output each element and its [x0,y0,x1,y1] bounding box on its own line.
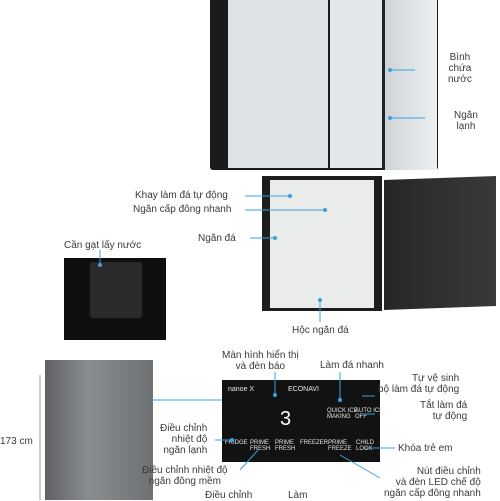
fridge-front-image [45,360,153,500]
label-fridge-compartment: Ngăn lạnh [454,110,478,132]
label-auto-ice-off: Tắt làm đá tự động [420,400,468,422]
fridge-interior-left [228,0,328,168]
panel-fridge: FRIDGE [225,440,248,446]
label-water-lever: Cần gạt lấy nước [64,240,142,251]
panel-brand: nanoe X [228,386,255,393]
label-quick-freeze-button: Nút điều chỉnh và đèn LED chế độ ngăn cấ… [384,466,481,499]
panel-prime-fresh-2: PRIME FRESH [275,440,296,452]
label-soft-freeze-temp: Điều chỉnh nhiệt độ ngăn đông mềm [142,465,228,487]
label-make-cut: Làm [288,490,308,501]
panel-prime-freeze: PRIME FREEZE [328,440,352,452]
panel-digit: 3 [280,408,292,430]
label-fridge-temp: Điều chỉnh nhiệt độ ngăn lạnh [160,423,208,456]
label-freezer-drawer: Hộc ngăn đá [292,325,349,336]
label-self-clean: Tự vệ sinh bộ làm đá tự động [378,373,460,395]
label-ice-tray: Khay làm đá tự động [135,190,228,201]
label-quick-ice: Làm đá nhanh [320,360,384,371]
freezer-interior [270,180,374,308]
label-adjust-cut: Điều chỉnh [205,490,253,501]
label-water-tank: Bình chứa nước [448,52,472,85]
label-height: 173 cm [0,436,33,447]
control-panel [222,380,380,462]
panel-child-lock: CHILD LOCK [356,440,375,452]
fridge-right-door [382,0,437,170]
label-display: Màn hình hiển thị và đèn báo [222,350,299,372]
panel-freezer: FREEZER [300,440,329,446]
panel-econavi: ECONAVI [288,386,319,393]
panel-quick-ice: QUICK ICE MAKING [327,408,358,420]
label-freezer: Ngăn đá [198,233,236,244]
panel-prime-fresh: PRIME FRESH [250,440,271,452]
water-dispenser-slot [90,262,142,318]
panel-auto-ice-off: AUTO ICE OFF [355,408,384,420]
label-quick-freeze: Ngăn cấp đông nhanh [133,204,232,215]
label-child-lock: Khóa trẻ em [398,443,453,454]
